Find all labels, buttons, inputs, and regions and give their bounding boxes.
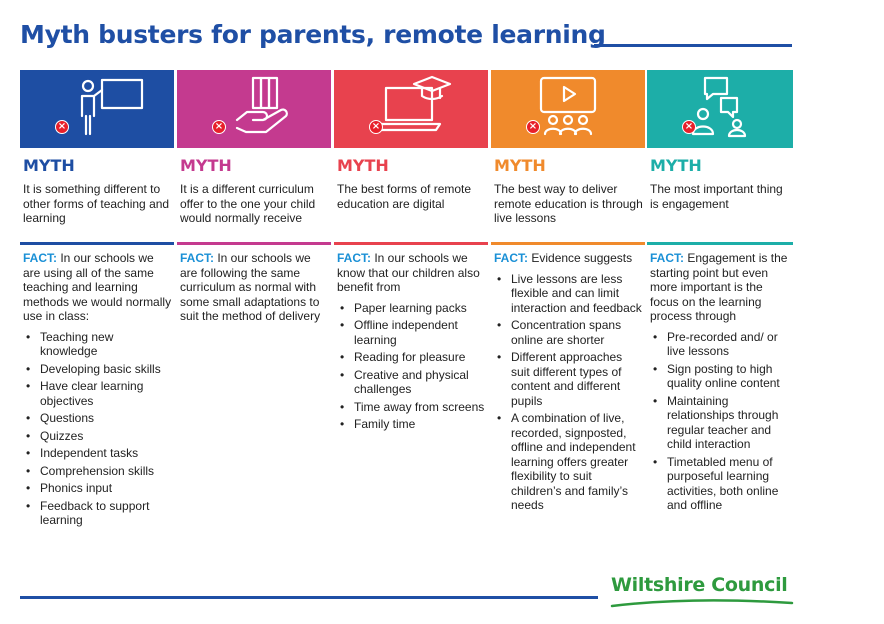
fact-bullet: Family time (337, 417, 486, 432)
fact-bullet: Reading for pleasure (337, 350, 486, 365)
fact-bullet: Maintaining relationships through regula… (650, 394, 791, 452)
fact-text: Engagement is the starting point but eve… (650, 251, 788, 323)
myth-column-5: × MYTH The most important thing is engag… (647, 70, 793, 512)
fact-bullet: Live lessons are less flexible and can l… (494, 272, 643, 316)
fact-label: FACT: (180, 251, 214, 265)
cross-icon: × (682, 120, 696, 134)
fact-text: In our schools we know that our children… (337, 251, 480, 294)
divider (20, 242, 174, 245)
fact-block: FACT: In our schools we know that our ch… (337, 251, 486, 435)
fact-bullet: Pre-recorded and/ or live lessons (650, 330, 791, 359)
myth-label: MYTH (494, 156, 546, 175)
cross-icon: × (55, 120, 69, 134)
divider (334, 242, 488, 245)
cross-icon: × (526, 120, 540, 134)
fact-bullet: Different approaches suit different type… (494, 350, 643, 408)
fact-bullet: Comprehension skills (23, 464, 172, 479)
fact-bullet: Have clear learning objectives (23, 379, 172, 408)
myth-text: The most important thing is engagement (650, 182, 783, 211)
fact-bullet: Teaching new knowledge (23, 330, 172, 359)
myth-text: It is something different to other forms… (23, 182, 170, 225)
myth-label: MYTH (650, 156, 702, 175)
fact-bullet: Feedback to support learning (23, 499, 172, 528)
fact-bullet: Questions (23, 411, 172, 426)
fact-label: FACT: (337, 251, 371, 265)
fact-bullet: Paper learning packs (337, 301, 486, 316)
fact-text: Evidence suggests (531, 251, 633, 265)
hand-holding-books-icon (235, 76, 288, 134)
fact-label: FACT: (23, 251, 57, 265)
myth-label: MYTH (23, 156, 75, 175)
icon-tile: × (647, 70, 793, 148)
wiltshire-council-logo: Wiltshire Council (611, 574, 788, 596)
video-lesson-group-icon (539, 76, 597, 136)
logo-swoosh-icon (610, 599, 794, 608)
page-title: Myth busters for parents, remote learnin… (20, 20, 606, 49)
fact-list: Teaching new knowledge Developing basic … (23, 330, 172, 528)
fact-bullet: A combination of live, recorded, signpos… (494, 411, 643, 513)
myth-text: The best way to deliver remote education… (494, 182, 643, 225)
myth-label: MYTH (180, 156, 232, 175)
divider (177, 242, 331, 245)
fact-bullet: Offline independent learning (337, 318, 486, 347)
myth-column-3: × MYTH The best forms of remote educatio… (334, 70, 488, 431)
fact-bullet: Creative and physical challenges (337, 368, 486, 397)
cross-icon: × (369, 120, 383, 134)
fact-text: In our schools we are using all of the s… (23, 251, 172, 323)
fact-list: Live lessons are less flexible and can l… (494, 272, 643, 513)
bottom-rule (20, 596, 598, 599)
fact-block: FACT: In our schools we are following th… (180, 251, 329, 324)
myth-text: It is a different curriculum offer to th… (180, 182, 316, 225)
fact-bullet: Concentration spans online are shorter (494, 318, 643, 347)
laptop-graduation-cap-icon (376, 75, 452, 132)
myth-column-2: × MYTH It is a different curriculum offe… (177, 70, 331, 323)
fact-bullet: Phonics input (23, 481, 172, 496)
fact-block: FACT: Engagement is the starting point b… (650, 251, 791, 516)
title-rule (594, 44, 792, 47)
teacher-at-board-icon (80, 78, 144, 136)
myth-column-4: × MYTH The best way to deliver remote ed… (491, 70, 645, 512)
fact-label: FACT: (494, 251, 528, 265)
myth-column-1: × MYTH It is something different to othe… (20, 70, 174, 527)
fact-label: FACT: (650, 251, 684, 265)
myth-text: The best forms of remote education are d… (337, 182, 472, 211)
fact-bullet: Time away from screens (337, 400, 486, 415)
fact-bullet: Quizzes (23, 429, 172, 444)
cross-icon: × (212, 120, 226, 134)
people-chatting-icon (691, 76, 747, 138)
fact-block: FACT: Evidence suggests Live lessons are… (494, 251, 643, 516)
fact-bullet: Timetabled menu of purposeful learning a… (650, 455, 791, 513)
icon-tile: × (491, 70, 645, 148)
fact-list: Pre-recorded and/ or live lessons Sign p… (650, 330, 791, 513)
divider (491, 242, 645, 245)
fact-block: FACT: In our schools we are using all of… (23, 251, 172, 531)
fact-bullet: Independent tasks (23, 446, 172, 461)
icon-tile: × (20, 70, 174, 148)
icon-tile: × (334, 70, 488, 148)
fact-bullet: Developing basic skills (23, 362, 172, 377)
fact-bullet: Sign posting to high quality online cont… (650, 362, 791, 391)
fact-text: In our schools we are following the same… (180, 251, 321, 323)
myth-label: MYTH (337, 156, 389, 175)
fact-list: Paper learning packs Offline independent… (337, 301, 486, 432)
divider (647, 242, 793, 245)
icon-tile: × (177, 70, 331, 148)
